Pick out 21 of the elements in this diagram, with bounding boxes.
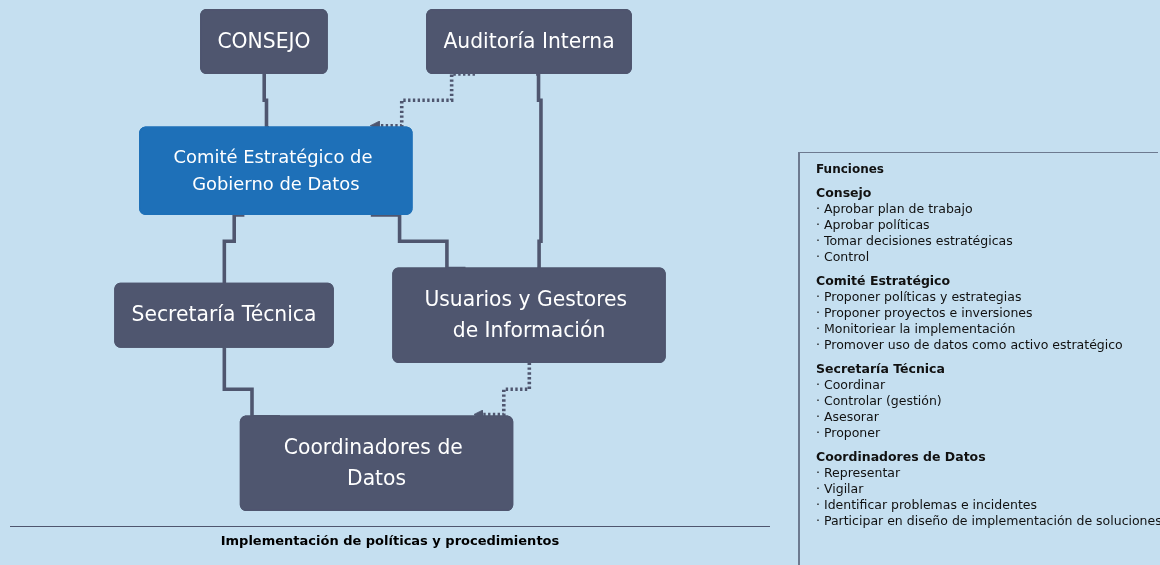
section-heading: Coordinadores de Datos [816,449,987,465]
function-item: · Vigilar [816,481,865,497]
section-label: Implementación de políticas y procedimientos [10,526,770,548]
section-heading: Secretaría Técnica [816,361,946,377]
function-item: · Aprobar políticas [816,217,931,233]
function-item: · Identificar problemas e incidentes [816,497,1038,513]
function-item: · Promover uso de datos como activo estratégico [816,337,1124,353]
function-item: · Tomar decisiones estratégicas [816,233,1014,249]
function-item: · Control [816,249,871,265]
function-item: · Controlar (gestión) [816,393,943,409]
section-heading: Consejo [816,185,873,201]
function-item: · Proponer proyectos e inversiones [816,305,1034,321]
function-item: · Monitoriear la implementación [816,321,1017,337]
function-item: · Representar [816,465,902,481]
function-item: · Aprobar plan de trabajo [816,201,974,217]
panel-title: Funciones [816,161,885,177]
function-item: · Proponer [816,425,882,441]
function-item: · Coordinar [816,377,887,393]
section-heading: Comité Estratégico [816,273,952,289]
function-item: · Asesorar [816,409,880,425]
function-item: · Proponer políticas y estrategias [816,289,1023,305]
